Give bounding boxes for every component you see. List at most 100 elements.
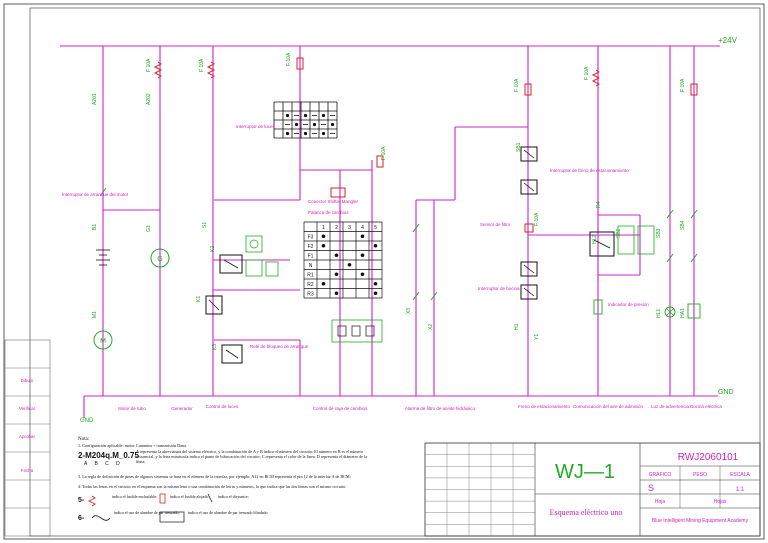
relay-sb2-icon bbox=[520, 179, 538, 195]
shift-row-label: R3 bbox=[307, 292, 314, 298]
wire-label: F 10A bbox=[534, 212, 540, 226]
tb-grafico: GRÁFICO bbox=[649, 471, 672, 478]
wire-label: A202 bbox=[146, 93, 152, 105]
section-caption-5: Freno de estacionamiento bbox=[518, 404, 571, 409]
shift-row-label: N bbox=[309, 263, 313, 269]
note-5c: indica el disyuntor; bbox=[218, 494, 249, 499]
fuses bbox=[153, 57, 698, 233]
wire-label: SB3 bbox=[656, 228, 662, 238]
shift-dot bbox=[373, 243, 378, 248]
svg-text:G: G bbox=[157, 256, 162, 263]
note-5a: indica el fusible enchufable; bbox=[112, 494, 157, 499]
section-caption-6: Comunicación del aire de admisión bbox=[573, 404, 644, 409]
key-dot bbox=[303, 113, 308, 118]
tb-peso: PESO bbox=[693, 472, 707, 478]
annotations: Interruptor de arranque del motor Interr… bbox=[62, 124, 649, 349]
starter-motor-icon: M bbox=[93, 330, 113, 350]
wire-label: F 10A bbox=[146, 58, 152, 72]
key-dot bbox=[303, 131, 308, 136]
note-3-wrap: 3. La regla de definición de pines de al… bbox=[78, 474, 351, 479]
wire-label: B1 bbox=[92, 224, 98, 230]
wire-label: X2 bbox=[428, 324, 434, 330]
relay-sb4-icon bbox=[520, 284, 538, 300]
ground-label: GND bbox=[80, 418, 94, 424]
switch-group bbox=[245, 235, 263, 253]
wire-label: K1 bbox=[196, 296, 202, 302]
svg-text:M: M bbox=[100, 338, 106, 345]
wire-label: K2 bbox=[210, 246, 216, 252]
horn-icon bbox=[687, 303, 701, 319]
relay-sb1-icon bbox=[520, 146, 538, 162]
wire-label: H1 bbox=[514, 323, 520, 330]
fuse-7-icon bbox=[690, 83, 698, 96]
fuse-6-icon bbox=[591, 69, 601, 87]
section-caption-0: Motor de tubo bbox=[118, 406, 146, 411]
wire-label: HA1 bbox=[680, 308, 686, 318]
wire-label: F 10A bbox=[680, 78, 686, 92]
wire-label: K3 bbox=[212, 344, 218, 350]
shift-dot bbox=[373, 281, 378, 286]
shift-head-cell: 4 bbox=[361, 225, 364, 231]
circuit-branches bbox=[102, 46, 695, 396]
relay-k2-icon bbox=[219, 254, 279, 277]
shift-dot bbox=[373, 291, 378, 296]
wire-label: S1 bbox=[202, 222, 208, 228]
shift-dot bbox=[321, 281, 326, 286]
annotation-5: Interruptor de freno de estacionamiento bbox=[550, 168, 629, 173]
tb-hoja: Hoja bbox=[655, 499, 666, 505]
wire-label: HL2 bbox=[592, 235, 598, 244]
fuse-2-icon bbox=[206, 61, 216, 79]
switch-contacts bbox=[99, 187, 698, 301]
section-caption-3: Control de caja de cambios bbox=[313, 406, 368, 411]
fuse-8-icon bbox=[524, 223, 534, 233]
note-4: 4. Todas las letras en el circuito en el… bbox=[78, 484, 347, 489]
wire-label: F 10A bbox=[199, 58, 205, 72]
annotation-8: Interruptor de bocina bbox=[478, 286, 520, 291]
sensor-icon bbox=[593, 299, 603, 315]
fuse-5-icon bbox=[524, 83, 532, 96]
shift-dot bbox=[321, 234, 326, 239]
section-caption-7: Luz de advertencia bbox=[651, 404, 690, 409]
section-caption-4: Alarma de filtro de aceite hidráulico bbox=[405, 406, 476, 411]
shift-dot bbox=[321, 243, 326, 248]
shift-row-label: R2 bbox=[307, 282, 314, 288]
wire-label: R4 bbox=[596, 201, 602, 208]
twisted-pair-icon bbox=[91, 515, 111, 521]
wire-label: A201 bbox=[92, 93, 98, 105]
key-dot bbox=[312, 122, 317, 127]
annotation-7: Indicador de presión bbox=[608, 302, 649, 307]
note-6-label: 6- bbox=[78, 515, 85, 522]
shift-head-cell: 3 bbox=[348, 225, 351, 231]
note-6a: indica el uso de alambre de par trenzado… bbox=[114, 510, 180, 515]
fuse-1-icon bbox=[153, 61, 163, 79]
note-2-sub: A B C D bbox=[84, 461, 123, 467]
wire-label: SB1 bbox=[516, 142, 522, 152]
plug-fuse-icon bbox=[87, 495, 96, 507]
wire-label: F 10A bbox=[584, 66, 590, 80]
relay-r4-icon bbox=[589, 225, 655, 257]
components: M G bbox=[93, 146, 701, 364]
section-caption-1: Generador bbox=[171, 406, 193, 411]
relay-k1-icon bbox=[205, 295, 223, 315]
section-caption-2: Control de luces bbox=[206, 404, 239, 409]
rail-gnd-label: GND bbox=[718, 389, 734, 396]
wire-label: F 10A bbox=[286, 52, 292, 66]
tb-value-s: S bbox=[648, 483, 654, 493]
wire-label: G1 bbox=[146, 225, 152, 232]
tb-value-scale: 1:1 bbox=[736, 487, 745, 493]
wire-label: SB4 bbox=[680, 220, 686, 230]
notes-heading: Nota: bbox=[78, 437, 89, 442]
title-block: WJ—1 Esquema eléctrico uno RWJ2060101 GR… bbox=[424, 442, 761, 537]
shift-dot bbox=[360, 253, 365, 258]
annotation-4: Relé de bloqueo de arranque bbox=[250, 344, 309, 349]
battery-icon bbox=[96, 249, 110, 266]
notes-block: Nota: 1. Configuración aplicable: motor … bbox=[78, 437, 367, 523]
shift-row-label: F3 bbox=[308, 235, 314, 241]
key-dot bbox=[330, 122, 335, 127]
note-6b: indica el uso de alambre de par trenzado… bbox=[188, 510, 268, 515]
key-dot bbox=[294, 122, 299, 127]
left-label-1: Verificar bbox=[19, 406, 36, 411]
annotation-6: Sensor de filtro bbox=[480, 222, 511, 227]
